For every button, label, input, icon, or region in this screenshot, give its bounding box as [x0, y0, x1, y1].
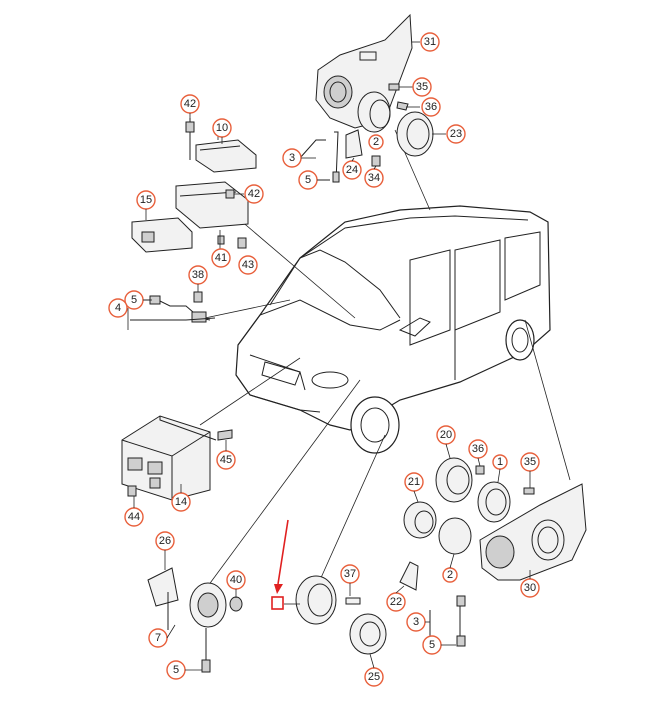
cable-sensor-group [127, 291, 216, 330]
svg-text:35: 35 [416, 81, 428, 93]
callout-44: 44 [124, 507, 144, 527]
callout-5: 5 [298, 170, 318, 190]
callout-30: 30 [520, 578, 540, 598]
svg-text:21: 21 [408, 476, 420, 488]
callout-5-bottom: 5 [166, 660, 186, 680]
callout-20: 20 [436, 425, 456, 445]
svg-text:25: 25 [368, 671, 380, 683]
callout-36-right: 36 [468, 439, 488, 459]
callout-14: 14 [171, 492, 191, 512]
callout-2: 2 [368, 134, 384, 150]
callout-42-mid: 42 [244, 184, 264, 204]
callout-21: 21 [404, 472, 424, 492]
svg-text:36: 36 [472, 443, 484, 455]
svg-text:41: 41 [215, 252, 227, 264]
svg-text:2: 2 [447, 569, 453, 581]
svg-text:44: 44 [128, 511, 140, 523]
svg-text:5: 5 [429, 639, 435, 651]
svg-text:15: 15 [140, 194, 152, 206]
callout-40: 40 [226, 570, 246, 590]
callout-25: 25 [364, 667, 384, 687]
svg-text:26: 26 [159, 535, 171, 547]
svg-text:1: 1 [497, 456, 503, 468]
front-door-speaker-group [299, 13, 446, 183]
svg-text:42: 42 [184, 98, 196, 110]
callout-37: 37 [340, 564, 360, 584]
callout-26: 26 [155, 531, 175, 551]
callout-42-top: 42 [180, 94, 200, 114]
highlight-marker [271, 519, 289, 610]
bottom-left-speaker-group [147, 567, 243, 673]
svg-text:34: 34 [368, 172, 380, 184]
callout-41: 41 [211, 248, 231, 268]
svg-text:35: 35 [524, 456, 536, 468]
rear-speaker-panel-group [399, 457, 587, 647]
callout-22: 22 [386, 592, 406, 612]
svg-text:4: 4 [115, 302, 121, 314]
callout-1: 1 [492, 454, 508, 470]
callout-31: 31 [420, 32, 440, 52]
callout-43: 43 [238, 255, 258, 275]
bottom-center-speaker-group [284, 575, 387, 655]
svg-text:3: 3 [413, 616, 419, 628]
callout-2-right: 2 [442, 567, 458, 583]
callout-38: 38 [188, 265, 208, 285]
callout-5-left: 5 [124, 290, 144, 310]
callout-36: 36 [421, 97, 441, 117]
radio-unit-group [121, 415, 233, 501]
svg-text:2: 2 [373, 136, 379, 148]
svg-text:5: 5 [173, 664, 179, 676]
callout-35: 35 [412, 77, 432, 97]
svg-text:14: 14 [175, 496, 187, 508]
svg-text:23: 23 [450, 128, 462, 140]
callout-34: 34 [364, 168, 384, 188]
svg-text:10: 10 [216, 122, 228, 134]
svg-text:31: 31 [424, 36, 436, 48]
svg-text:22: 22 [390, 596, 402, 608]
callout-3: 3 [282, 148, 302, 168]
callout-15: 15 [136, 190, 156, 210]
svg-text:43: 43 [242, 259, 254, 271]
callout-24: 24 [342, 160, 362, 180]
svg-text:24: 24 [346, 164, 358, 176]
svg-text:36: 36 [425, 101, 437, 113]
callout-5-right: 5 [422, 635, 442, 655]
svg-text:42: 42 [248, 188, 260, 200]
callout-10: 10 [212, 118, 232, 138]
svg-text:38: 38 [192, 269, 204, 281]
svg-text:3: 3 [289, 152, 295, 164]
callout-4: 4 [108, 298, 128, 318]
svg-text:20: 20 [440, 429, 452, 441]
svg-text:7: 7 [155, 632, 161, 644]
callout-3-right: 3 [406, 612, 426, 632]
svg-text:37: 37 [344, 568, 356, 580]
svg-text:30: 30 [524, 582, 536, 594]
callout-leaders [133, 113, 531, 671]
callout-45: 45 [216, 450, 236, 470]
callout-23: 23 [446, 124, 466, 144]
svg-text:5: 5 [131, 294, 137, 306]
svg-text:45: 45 [220, 454, 232, 466]
svg-text:5: 5 [305, 174, 311, 186]
svg-text:40: 40 [230, 574, 242, 586]
callout-7: 7 [148, 628, 168, 648]
callout-35-right: 35 [520, 452, 540, 472]
van-illustration [235, 205, 551, 454]
amplifier-group [131, 118, 257, 253]
